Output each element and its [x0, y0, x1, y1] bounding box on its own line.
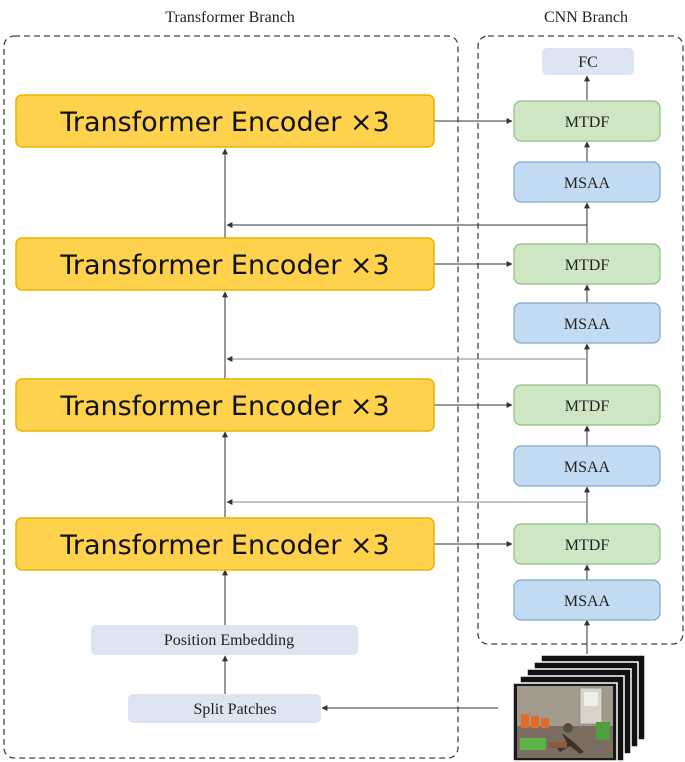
- transformer-encoder-1-label: Transformer Encoder ×3: [59, 107, 389, 138]
- msaa-1-label: MSAA: [564, 175, 611, 192]
- transformer-branch-container: [3, 35, 459, 759]
- transformer-encoder-4-label: Transformer Encoder ×3: [59, 530, 389, 561]
- fc-label: FC: [578, 54, 598, 71]
- msaa-block-2: MSAA: [513, 302, 661, 344]
- split-patches-block: Split Patches: [128, 694, 321, 723]
- transformer-encoder-3-label: Transformer Encoder ×3: [59, 391, 389, 422]
- msaa-4-label: MSAA: [564, 593, 611, 610]
- position-embedding-block: Position Embedding: [91, 625, 358, 655]
- msaa-3-label: MSAA: [564, 459, 611, 476]
- cnn-branch-container: [477, 35, 684, 645]
- transformer-encoder-2: Transformer Encoder ×3: [15, 237, 435, 291]
- transformer-encoder-2-label: Transformer Encoder ×3: [59, 250, 389, 281]
- transformer-encoder-3: Transformer Encoder ×3: [15, 378, 435, 432]
- transformer-encoder-1: Transformer Encoder ×3: [15, 94, 435, 148]
- cnn-branch-title: CNN Branch: [544, 9, 628, 26]
- transformer-branch-title: Transformer Branch: [165, 9, 295, 26]
- split-patches-label: Split Patches: [193, 701, 276, 718]
- mtdf-4-label: MTDF: [565, 537, 610, 554]
- input-video-frames: [512, 654, 646, 762]
- mtdf-1-label: MTDF: [565, 114, 610, 131]
- msaa-2-label: MSAA: [564, 316, 611, 333]
- fc-block: FC: [542, 48, 634, 75]
- msaa-block-3: MSAA: [513, 445, 661, 487]
- mtdf-2-label: MTDF: [565, 257, 610, 274]
- connectors: [222, 75, 590, 711]
- transformer-encoder-4: Transformer Encoder ×3: [15, 517, 435, 571]
- position-embedding-label: Position Embedding: [164, 632, 294, 649]
- mtdf-block-3: MTDF: [513, 384, 661, 426]
- front-frame: [512, 682, 618, 762]
- mtdf-3-label: MTDF: [565, 398, 610, 415]
- msaa-block-1: MSAA: [513, 161, 661, 203]
- mtdf-block-4: MTDF: [513, 523, 661, 565]
- mtdf-block-2: MTDF: [513, 243, 661, 285]
- msaa-block-4: MSAA: [513, 579, 661, 621]
- mtdf-block-1: MTDF: [513, 100, 661, 142]
